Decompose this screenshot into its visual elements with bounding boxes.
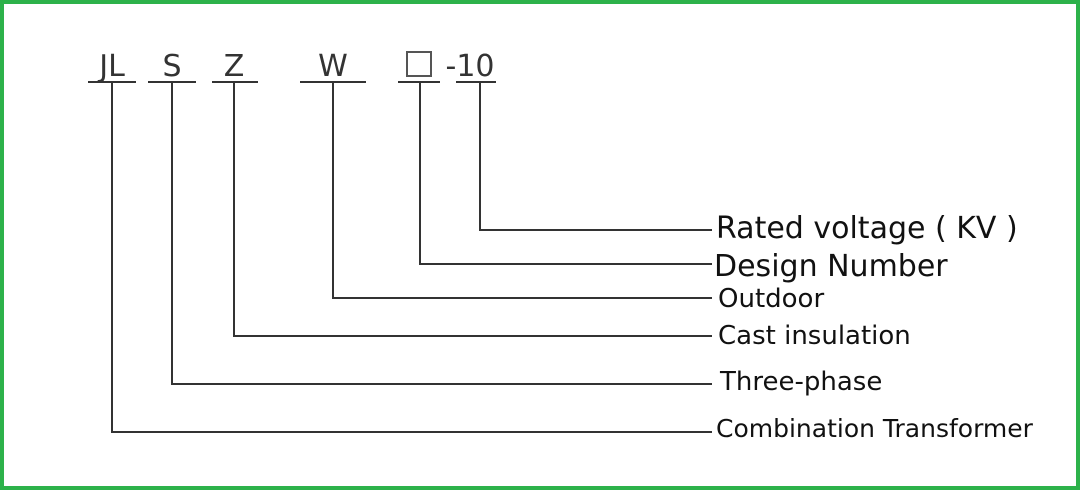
code-s: S xyxy=(162,49,181,84)
code-voltage: -10 xyxy=(446,49,495,84)
label-cast-insulation: Cast insulation xyxy=(718,321,911,351)
leader-combination-transformer xyxy=(111,82,712,433)
code-jl: JL xyxy=(97,49,125,84)
leader-cast-insulation xyxy=(233,82,712,337)
code-w: W xyxy=(318,49,348,84)
leader-design-number xyxy=(419,82,712,265)
label-rated-voltage: Rated voltage ( KV ) xyxy=(716,211,1018,246)
label-three-phase: Three-phase xyxy=(719,367,882,397)
leader-three-phase xyxy=(171,82,712,385)
leader-outdoor xyxy=(332,82,712,299)
label-combination-transformer: Combination Transformer xyxy=(716,414,1034,443)
code-z: Z xyxy=(224,49,245,84)
label-outdoor: Outdoor xyxy=(718,284,824,314)
leader-rated-voltage xyxy=(479,82,712,231)
label-design-number: Design Number xyxy=(714,249,948,284)
design-number-box xyxy=(406,51,432,77)
